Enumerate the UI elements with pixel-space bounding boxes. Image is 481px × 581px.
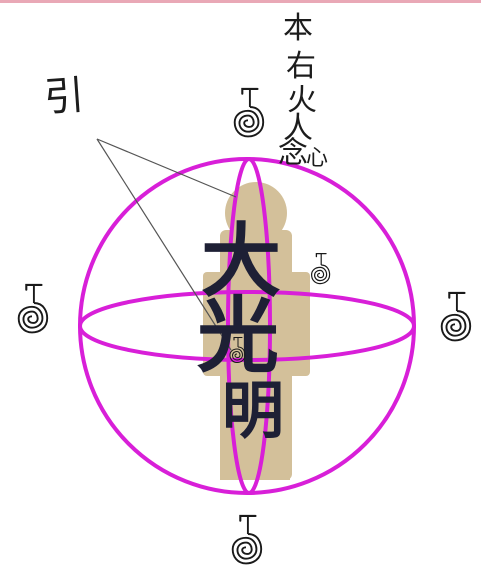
cho-ku-rei-symbol-left: [19, 285, 48, 333]
vertical-text: 本 右 火 人 念 心: [278, 11, 328, 171]
center-char-2: 光: [197, 288, 279, 384]
cho-ku-rei-symbol-top: [235, 89, 264, 137]
cho-ku-rei-symbol-right: [442, 293, 471, 341]
center-char-3: 明: [222, 374, 284, 447]
side-glyph: 引: [43, 73, 86, 122]
center-characters: 大 光 明: [197, 214, 284, 447]
vertical-char-5: 念: [278, 136, 308, 171]
vertical-char-1: 本: [283, 11, 313, 46]
cho-ku-rei-symbol-bottom: [233, 516, 262, 564]
vertical-char-2: 右: [286, 49, 316, 84]
vertical-char-6: 心: [306, 146, 328, 171]
cho-ku-rei-symbol-inner-upper: [312, 254, 330, 284]
